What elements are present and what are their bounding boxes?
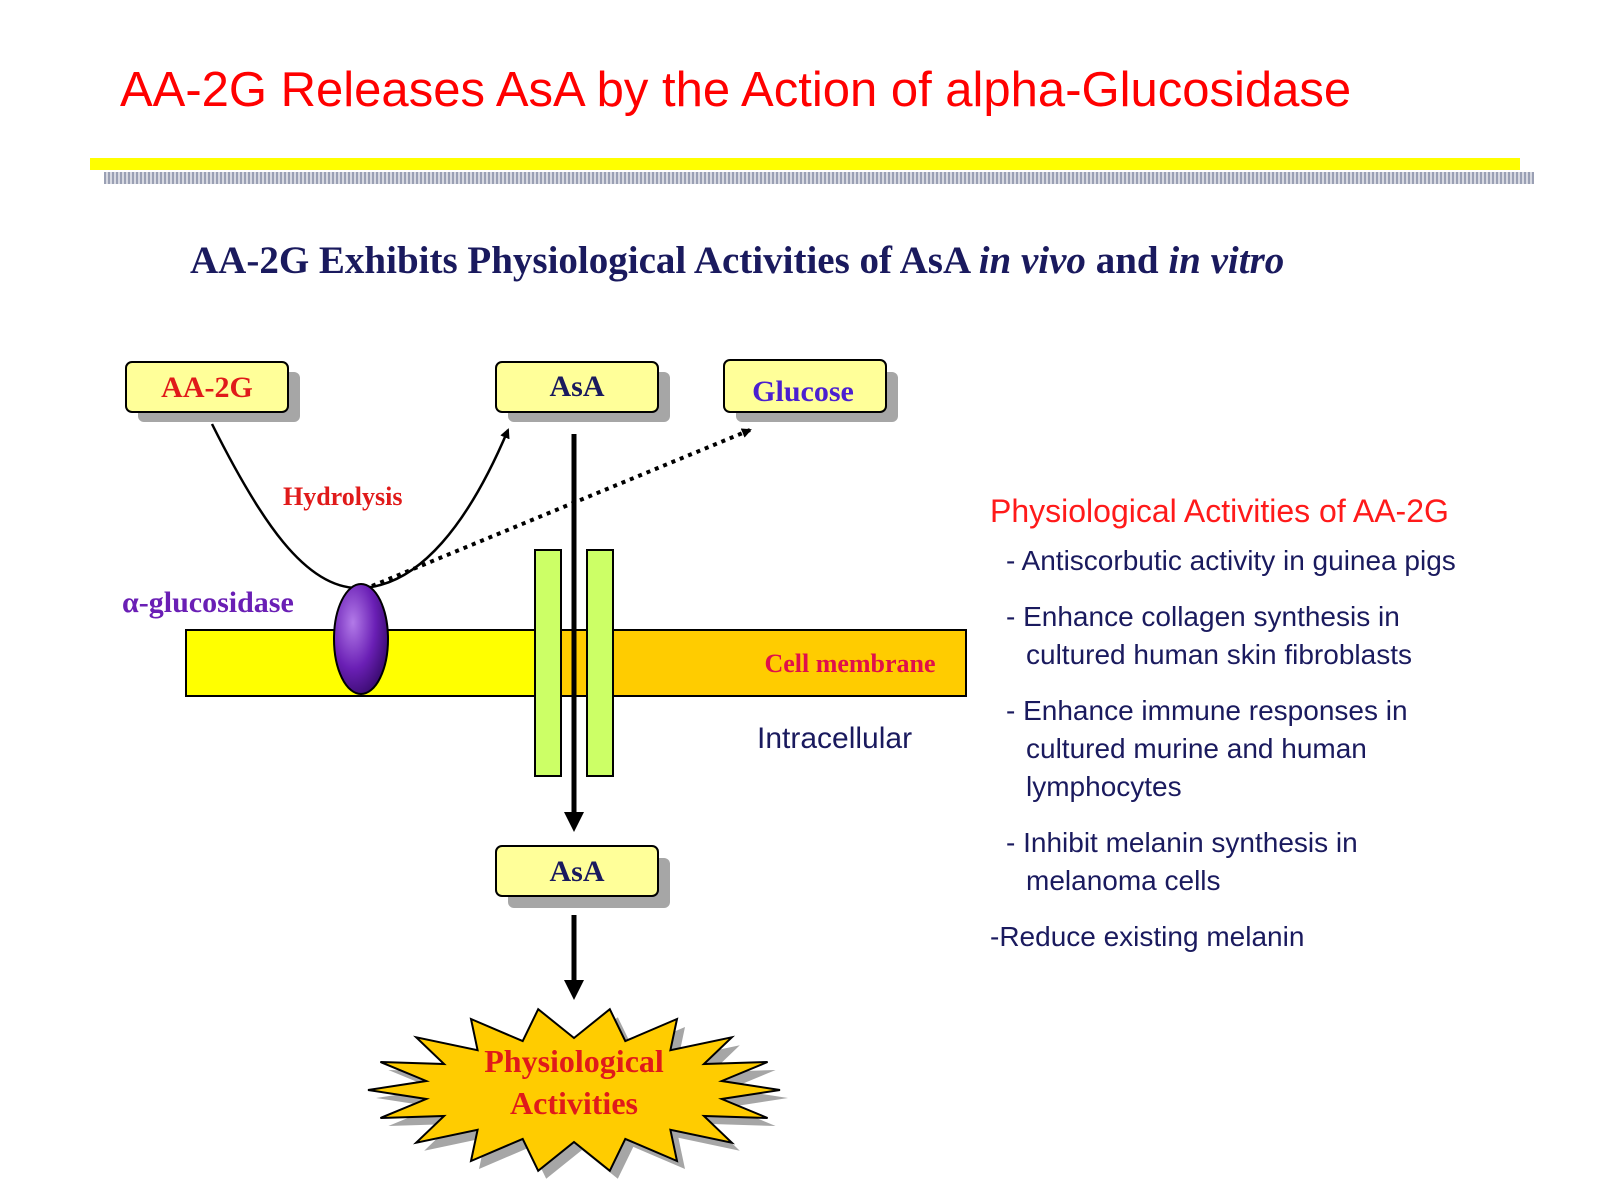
hydrolysis-label: Hydrolysis	[283, 482, 402, 511]
title-underline-gray	[104, 172, 1534, 184]
asa-top-label: AsA	[549, 370, 604, 403]
slide-title: AA-2G Releases AsA by the Action of alph…	[120, 63, 1352, 117]
title-underline-yellow	[90, 158, 1520, 170]
burst-line-2: Activities	[510, 1085, 638, 1121]
glucose-box: Glucose	[723, 359, 898, 422]
asa-top-box: AsA	[495, 361, 670, 422]
activities-panel: Physiological Activities of AA-2G - Anti…	[990, 490, 1490, 974]
aa2g-box: AA-2G	[125, 361, 300, 422]
subtitle-in-vitro: in vitro	[1168, 239, 1285, 282]
activities-title: Physiological Activities of AA-2G	[990, 493, 1449, 529]
physiological-activities-burst: Physiological Activities	[367, 1007, 788, 1179]
activity-item: - Enhance immune responses in cultured m…	[1006, 695, 1408, 802]
alpha-glucosidase-shape	[333, 583, 389, 695]
glucose-label: Glucose	[752, 375, 854, 408]
membrane-label: Cell membrane	[764, 649, 935, 678]
membrane-channel	[534, 549, 614, 777]
aa2g-label: AA-2G	[161, 371, 253, 404]
activity-item: - Inhibit melanin synthesis in melanoma …	[1006, 827, 1358, 896]
subtitle-and: and	[1085, 239, 1169, 282]
enzyme-label: α-glucosidase	[122, 586, 294, 619]
intracellular-label: Intracellular	[757, 722, 912, 755]
burst-line-1: Physiological	[484, 1043, 664, 1079]
asa-bottom-label: AsA	[549, 855, 604, 888]
subtitle: AA-2G Exhibits Physiological Activities …	[190, 238, 1510, 283]
subtitle-main: AA-2G Exhibits Physiological Activities …	[190, 239, 979, 282]
activity-item: -Reduce existing melanin	[990, 921, 1305, 952]
activity-item: - Antiscorbutic activity in guinea pigs	[1006, 545, 1456, 576]
asa-bottom-box: AsA	[495, 845, 670, 908]
activities-list: - Antiscorbutic activity in guinea pigs …	[990, 542, 1490, 956]
subtitle-in-vivo: in vivo	[978, 239, 1086, 282]
activity-item: - Enhance collagen synthesis in cultured…	[1006, 601, 1412, 670]
